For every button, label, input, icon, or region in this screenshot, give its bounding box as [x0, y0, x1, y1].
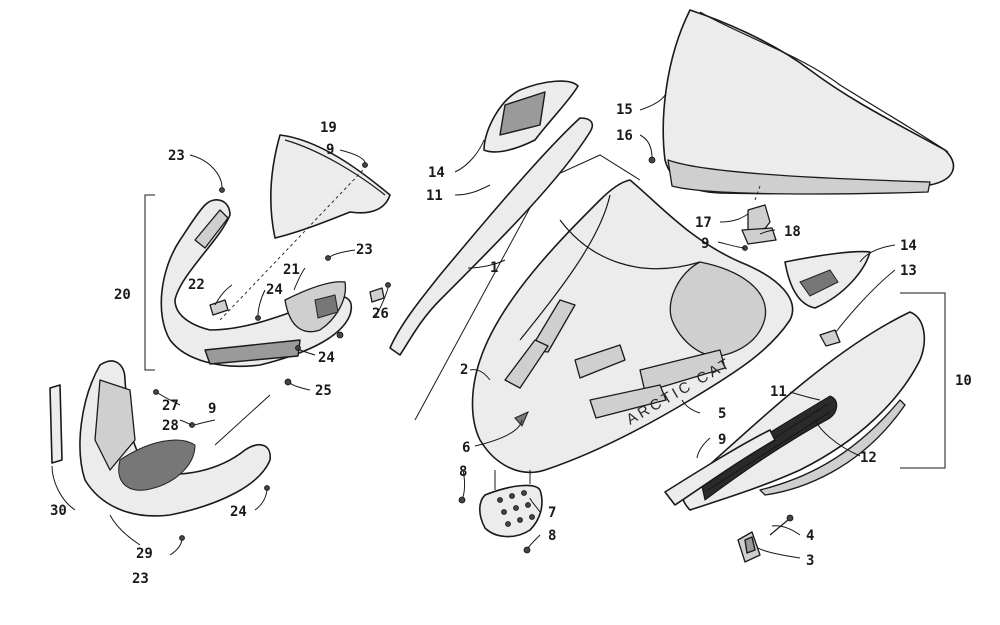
callout-3: 3 [806, 553, 814, 569]
callout-16: 16 [616, 128, 633, 144]
callout-28: 28 [162, 418, 179, 434]
callout-24-upper: 24 [266, 282, 283, 298]
callout-24-mid: 24 [318, 350, 335, 366]
nut-25b [336, 331, 344, 339]
callout-6: 6 [462, 440, 470, 456]
callout-19: 19 [320, 120, 337, 136]
screw-23a [219, 187, 225, 193]
callout-9-windshield: 9 [701, 236, 709, 252]
bumper-bracket [284, 281, 347, 333]
callout-14-upper: 14 [428, 165, 445, 181]
nose-trim [270, 134, 391, 239]
hood [471, 179, 794, 474]
upper-side-vent [483, 80, 579, 153]
screw-9a [362, 162, 368, 168]
side-trim-11b [664, 429, 776, 506]
callout-1: 1 [490, 260, 498, 276]
lower-nose [79, 360, 271, 517]
screw-26 [385, 282, 391, 288]
callout-7: 7 [548, 505, 556, 521]
callout-29: 29 [136, 546, 153, 562]
callout-9-nose: 9 [326, 142, 334, 158]
windshield [662, 9, 955, 195]
side-strip-30 [49, 384, 63, 464]
callout-2: 2 [460, 362, 468, 378]
callout-23-top: 23 [168, 148, 185, 164]
callout-17: 17 [695, 215, 712, 231]
clip-26 [369, 287, 385, 303]
windshield-bracket [648, 156, 777, 251]
clip-13 [819, 329, 841, 347]
callout-27: 27 [162, 398, 179, 414]
nut-8-bottom [523, 546, 531, 554]
callout-30: 30 [50, 503, 67, 519]
callout-4: 4 [806, 528, 814, 544]
callout-labels: 1 2 3 4 5 6 7 8 8 9 9 9 9 10 11 11 12 13… [50, 102, 972, 587]
callout-26: 26 [372, 306, 389, 322]
upper-side-trim [389, 117, 594, 356]
callout-8-bottom: 8 [548, 528, 556, 544]
callout-13: 13 [900, 263, 917, 279]
skid-plate [478, 484, 543, 538]
leader-lines [51, 94, 896, 559]
callout-10: 10 [955, 373, 972, 389]
callout-14-right: 14 [900, 238, 917, 254]
callout-15: 15 [616, 102, 633, 118]
screw-24a [255, 315, 261, 321]
callout-25: 25 [315, 383, 332, 399]
screw-23c [179, 535, 185, 541]
callout-12: 12 [860, 450, 877, 466]
mount-bracket-3 [737, 531, 761, 563]
callout-22: 22 [188, 277, 205, 293]
nut-8-top [458, 496, 466, 504]
callout-24-lower: 24 [230, 504, 247, 520]
bolt-4 [769, 514, 794, 536]
callout-11-lower: 11 [770, 384, 787, 400]
callout-9-side: 9 [718, 432, 726, 448]
screw-24c [264, 485, 270, 491]
callout-11-upper: 11 [426, 188, 443, 204]
callout-23-bottom: 23 [132, 571, 149, 587]
callout-8-top: 8 [459, 464, 467, 480]
screw-23b [325, 255, 331, 261]
right-side-vent [784, 250, 871, 309]
callout-21: 21 [283, 262, 300, 278]
screw-27 [153, 389, 159, 395]
part-22 [209, 299, 229, 316]
callout-5: 5 [718, 406, 726, 422]
callout-9-lower: 9 [208, 401, 216, 417]
callout-23-mid: 23 [356, 242, 373, 258]
nut-25 [284, 378, 292, 386]
callout-20: 20 [114, 287, 131, 303]
callout-18: 18 [784, 224, 801, 240]
